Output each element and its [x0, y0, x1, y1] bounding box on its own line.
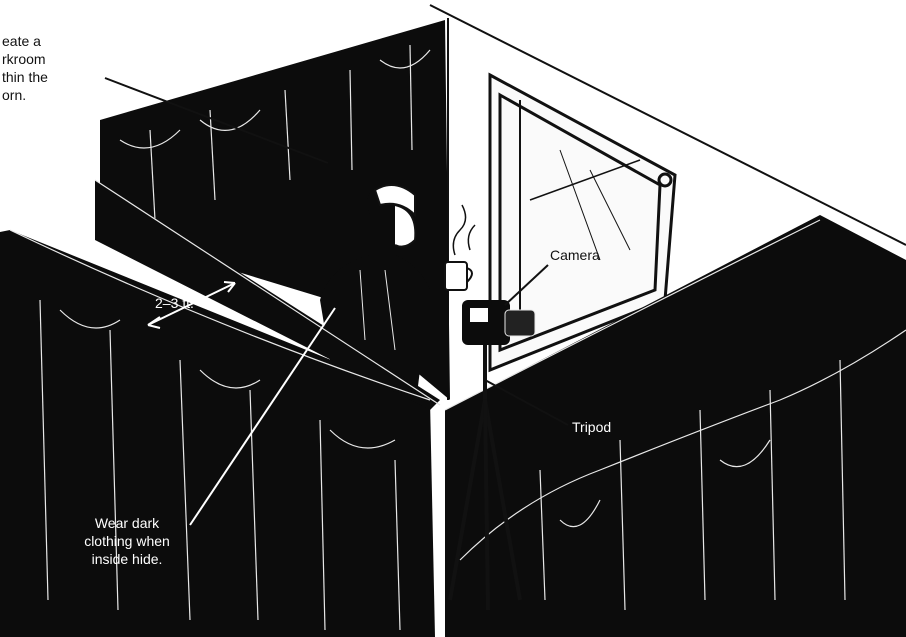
tripod-label: Tripod	[572, 418, 611, 436]
mug-icon	[445, 205, 475, 290]
distance-label: 2–3 ft.	[155, 294, 194, 312]
camera-label: Camera	[550, 246, 600, 264]
darkroom-callout-label: eate a rkroom thin the orn.	[2, 32, 48, 104]
clothing-callout-label: Wear dark clothing when inside hide.	[52, 514, 202, 568]
